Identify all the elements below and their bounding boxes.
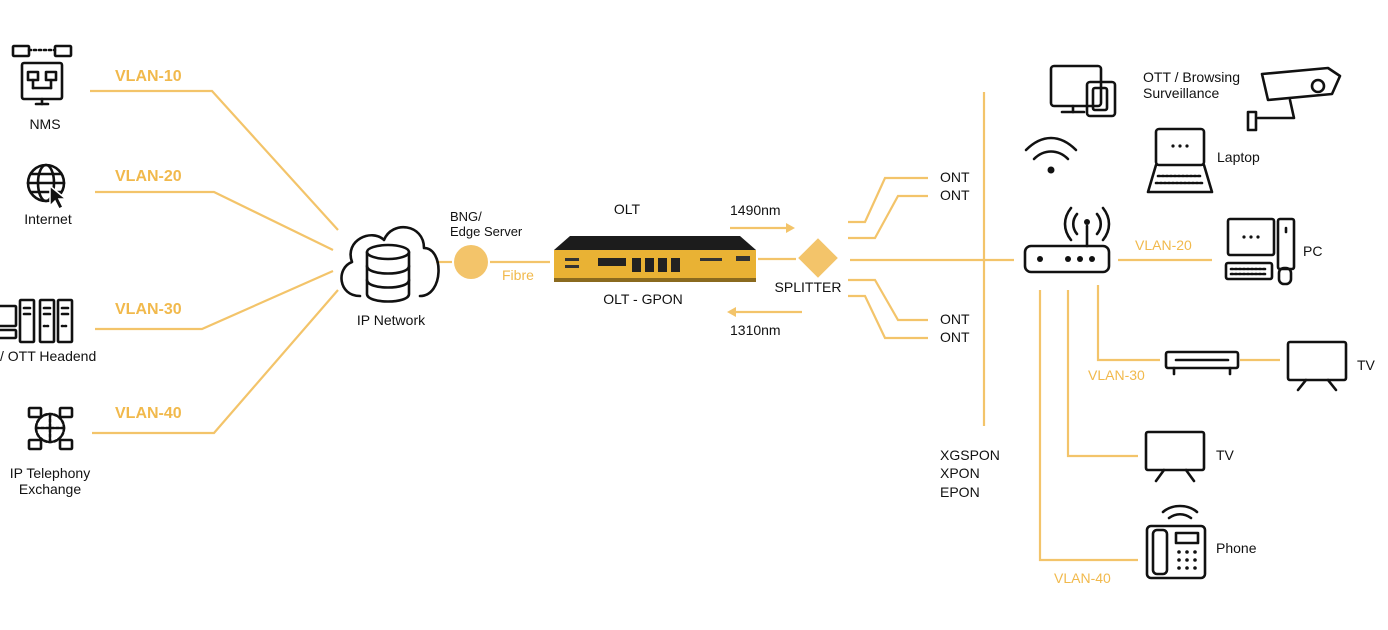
telephony-label-line2: Exchange xyxy=(19,481,81,497)
surveillance-camera-icon xyxy=(1246,66,1342,132)
tv-label: TV xyxy=(1216,447,1235,463)
laptop-icon xyxy=(1146,127,1214,194)
vlan-10-wire xyxy=(90,89,339,231)
pon-type-label: XPON xyxy=(940,465,980,481)
multi-device-icon xyxy=(1049,64,1117,118)
phone-label: Phone xyxy=(1216,540,1257,556)
tv-icon xyxy=(1286,340,1348,392)
phone-vlan-label: VLAN-40 xyxy=(1054,570,1111,586)
telephony-network-icon xyxy=(27,406,74,451)
home-wires xyxy=(1038,258,1280,562)
cloud-database-icon xyxy=(340,225,440,303)
bng-label-line2: Edge Server xyxy=(450,224,523,239)
ont-label: ONT xyxy=(940,187,970,203)
upstream-wavelength: 1310nm xyxy=(730,322,781,338)
globe-icon xyxy=(26,163,69,211)
stb-vlan-label: VLAN-30 xyxy=(1088,367,1145,383)
vlan-30-wire xyxy=(95,269,334,331)
vlan-20-wire xyxy=(95,190,334,251)
downstream-arrow-icon xyxy=(730,223,795,233)
router-icon xyxy=(1023,206,1111,274)
olt-subtitle: OLT - GPON xyxy=(603,291,683,307)
desk-phone-icon xyxy=(1145,504,1207,580)
tv-label: TV xyxy=(1357,357,1376,373)
network-management-icon xyxy=(11,44,73,106)
ont-label: ONT xyxy=(940,329,970,345)
surveillance-label: Surveillance xyxy=(1143,85,1219,101)
vlan-40-wire xyxy=(92,289,339,435)
downstream-wavelength: 1490nm xyxy=(730,202,781,218)
pon-type-label: EPON xyxy=(940,484,980,500)
ont-label: ONT xyxy=(940,311,970,327)
olt-device xyxy=(554,236,756,282)
upstream-arrow-icon xyxy=(727,307,802,317)
server-rack-icon xyxy=(0,298,74,344)
desktop-pc-icon xyxy=(1224,217,1296,286)
vlan-40-label: VLAN-40 xyxy=(115,405,182,422)
fibre-label: Fibre xyxy=(502,267,534,283)
nms-label: NMS xyxy=(29,116,60,132)
laptop-label: Laptop xyxy=(1217,149,1260,165)
bng-label-line1: BNG/ xyxy=(450,209,482,224)
splitter-node xyxy=(798,238,838,278)
headend-label: / OTT Headend xyxy=(0,348,96,364)
telephony-label-line1: IP Telephony xyxy=(10,465,90,481)
left-vlan-wires xyxy=(90,89,339,435)
splitter-fan-wires xyxy=(848,92,1014,426)
pc-vlan-label: VLAN-20 xyxy=(1135,237,1192,253)
vlan-30-label: VLAN-30 xyxy=(115,301,182,318)
pc-label: PC xyxy=(1303,243,1322,259)
ip-network-label: IP Network xyxy=(357,312,426,328)
olt-title: OLT xyxy=(614,201,641,217)
splitter-label: SPLITTER xyxy=(775,279,842,295)
wifi-icon xyxy=(1024,136,1078,174)
bng-node xyxy=(454,245,488,279)
tv-icon xyxy=(1144,430,1206,483)
vlan-20-label: VLAN-20 xyxy=(115,168,182,185)
vlan-10-label: VLAN-10 xyxy=(115,68,182,85)
pon-type-label: XGSPON xyxy=(940,447,1000,463)
ont-label: ONT xyxy=(940,169,970,185)
set-top-box-icon xyxy=(1164,350,1240,376)
internet-label: Internet xyxy=(24,211,72,227)
ott-browsing-label: OTT / Browsing xyxy=(1143,69,1240,85)
